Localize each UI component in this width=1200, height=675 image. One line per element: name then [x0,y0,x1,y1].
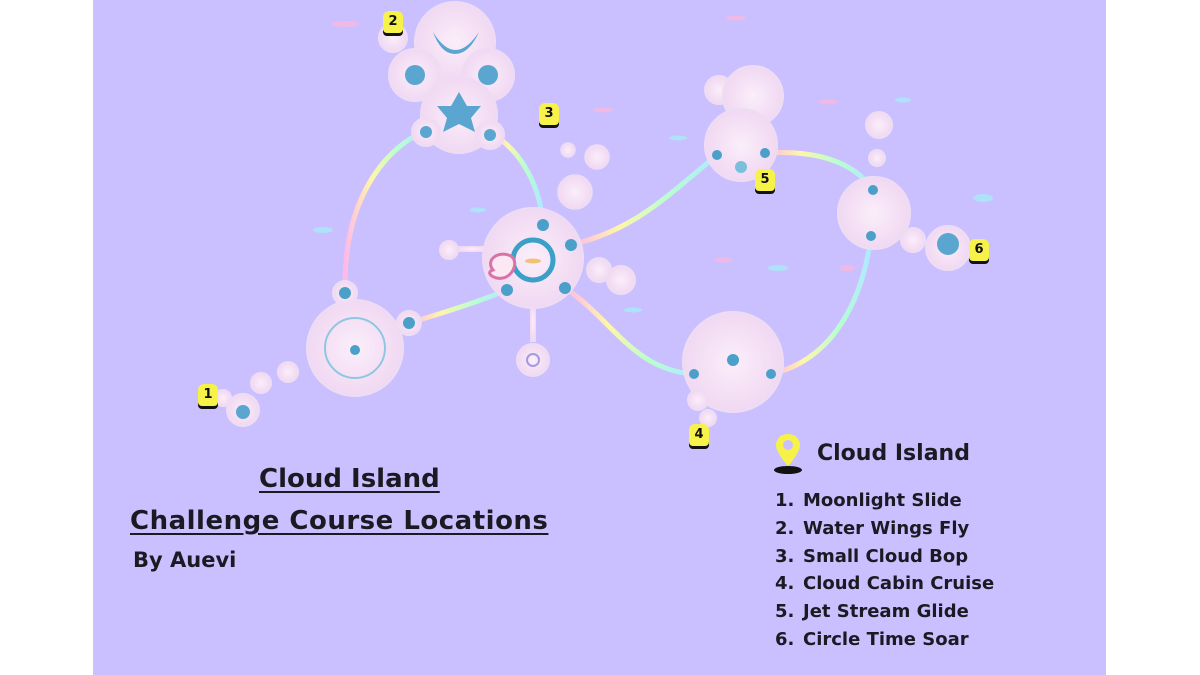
map-title: Cloud Island [259,464,440,494]
legend-item: 6.Circle Time Soar [775,628,969,650]
map-panel: 1 2 3 4 5 6 Cloud Island Challenge Cours… [93,0,1106,675]
legend-list: 1.Moonlight Slide 2.Water Wings Fly 3.Sm… [775,489,994,656]
island-cloud-cabin [682,311,784,427]
island-moonlight [214,280,422,427]
legend-item-label: Small Cloud Bop [803,545,969,567]
island-hub [439,207,636,377]
legend-item: 2.Water Wings Fly [775,517,970,539]
map-subtitle: Challenge Course Locations [130,506,549,536]
legend-item: 4.Cloud Cabin Cruise [775,573,995,595]
legend-item-label: Cloud Cabin Cruise [803,573,995,595]
legend-title: Cloud Island [817,441,970,466]
location-marker-3[interactable]: 3 [539,103,559,125]
legend-item-label: Water Wings Fly [803,517,970,539]
legend-item: 1.Moonlight Slide [775,490,962,511]
location-marker-1[interactable]: 1 [198,384,218,406]
legend-item: 3.Small Cloud Bop [775,545,969,567]
legend-item: 5.Jet Stream Glide [775,601,969,623]
author-byline: By Auevi [133,548,237,572]
legend-item-label: Circle Time Soar [803,628,969,650]
location-marker-6[interactable]: 6 [969,239,989,261]
location-marker-4[interactable]: 4 [689,424,709,446]
island-jet-stream [704,65,893,182]
location-marker-2[interactable]: 2 [383,11,403,33]
legend-item-label: Moonlight Slide [803,490,962,511]
island-circle-time [837,176,971,271]
cloud-island-map [214,1,993,427]
map-pin-icon [774,434,802,474]
legend-item-label: Jet Stream Glide [803,601,969,623]
location-marker-5[interactable]: 5 [755,169,775,191]
rainbow-paths [342,127,876,377]
